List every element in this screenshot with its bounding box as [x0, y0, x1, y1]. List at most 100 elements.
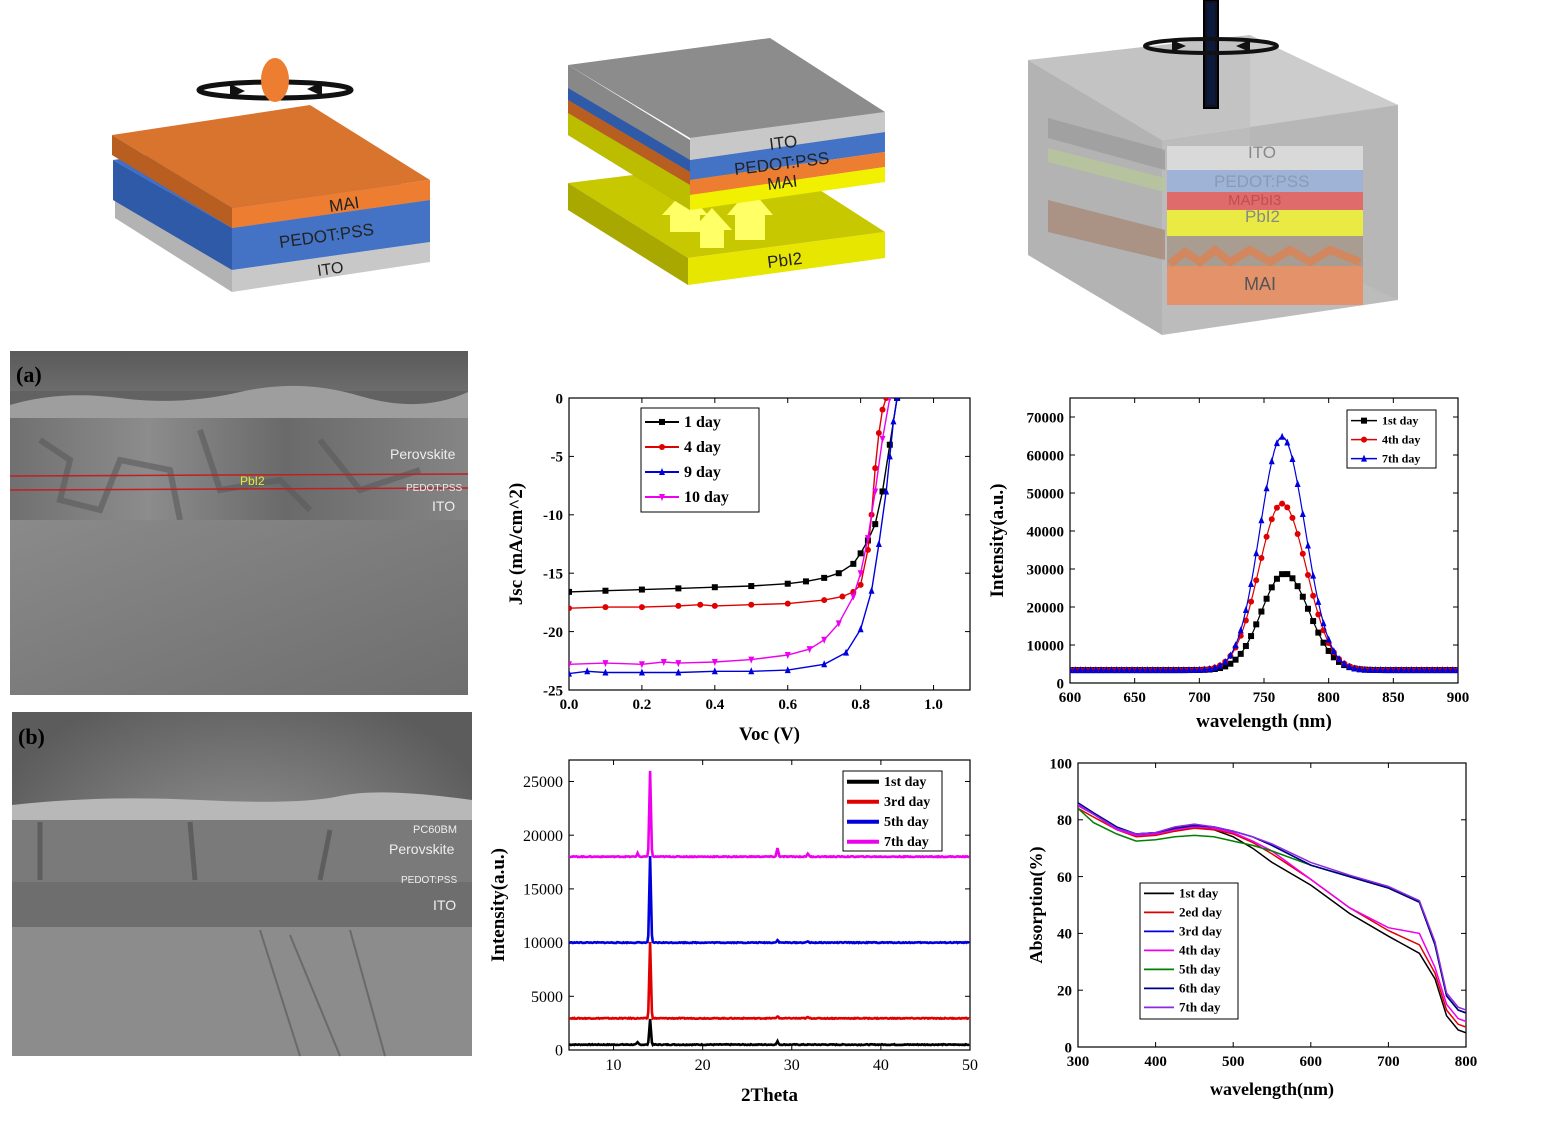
plot-frame — [568, 397, 971, 691]
schematic3-label-mapbi3: MAPbI3 — [1228, 192, 1281, 209]
data-point — [864, 535, 871, 543]
data-point — [1361, 665, 1368, 673]
legend-entry: 3rd day — [1179, 923, 1222, 938]
data-point — [602, 587, 609, 594]
y-tick-label: -10 — [543, 508, 563, 524]
data-point — [872, 521, 879, 528]
data-point — [1299, 550, 1306, 557]
legend-entry: 5th day — [884, 815, 929, 830]
data-point — [1222, 663, 1229, 670]
data-point — [1294, 479, 1301, 487]
data-point — [1439, 666, 1446, 674]
data-point — [857, 570, 864, 578]
x-tick-label: 600 — [1300, 1054, 1323, 1070]
schematic1-label-ito: ITO — [316, 259, 344, 280]
x-axis-label: wavelength(nm) — [1210, 1079, 1334, 1100]
data-point — [1294, 583, 1301, 590]
data-point — [711, 667, 718, 675]
data-point — [602, 660, 609, 668]
data-point — [821, 636, 828, 644]
data-point — [1175, 666, 1182, 674]
data-point — [1304, 605, 1311, 612]
data-point — [1248, 598, 1255, 605]
x-tick-label: 40 — [873, 1057, 889, 1074]
series-4th-day — [1078, 804, 1466, 1023]
data-point — [872, 488, 879, 496]
schematic3-label-ito: ITO — [1248, 143, 1276, 162]
y-tick-label: 20 — [1057, 983, 1072, 999]
data-point — [1289, 575, 1296, 582]
droplet-icon — [261, 58, 289, 102]
data-point — [638, 661, 645, 669]
data-point — [879, 488, 886, 495]
series-line — [569, 856, 970, 945]
data-point — [1361, 436, 1367, 443]
x-axis-label: wavelength (nm) — [1196, 711, 1332, 732]
data-point — [1253, 577, 1260, 584]
data-point — [1113, 666, 1120, 674]
data-point — [1108, 666, 1115, 674]
data-point — [850, 560, 857, 567]
sem-image-a: (a) Perovskite PbI2 PEDOT:PSS ITO — [9, 351, 469, 695]
data-point — [1310, 618, 1317, 625]
data-point — [1330, 654, 1337, 661]
y-tick-label: 20000 — [523, 828, 563, 845]
data-point — [806, 646, 813, 654]
series-line — [569, 941, 970, 1021]
x-tick-label: 300 — [1067, 1054, 1090, 1070]
y-tick-label: 30000 — [1027, 562, 1065, 578]
data-point — [1315, 597, 1322, 605]
series-line — [569, 1018, 970, 1048]
data-point — [1092, 666, 1099, 674]
data-point — [857, 625, 864, 633]
data-point — [675, 602, 682, 609]
y-tick-label: 20000 — [1027, 600, 1065, 616]
y-tick-label: 10000 — [1027, 638, 1065, 654]
data-point — [1444, 666, 1451, 674]
data-point — [886, 452, 893, 460]
data-point — [1304, 541, 1311, 549]
x-tick-label: 0.4 — [705, 697, 724, 713]
y-tick-label: 0 — [556, 391, 564, 407]
y-axis-label: Jsc (mA/cm^2) — [506, 483, 527, 605]
data-point — [1434, 666, 1441, 674]
data-point — [839, 593, 846, 600]
data-point — [1253, 549, 1260, 557]
data-point — [584, 667, 591, 675]
data-point — [1123, 666, 1130, 674]
data-point — [1361, 417, 1367, 424]
series-1st-day — [569, 1018, 970, 1048]
data-point — [821, 660, 828, 668]
y-tick-label: 60 — [1057, 870, 1072, 886]
data-point — [1294, 531, 1301, 538]
legend-entry: 6th day — [1179, 980, 1221, 995]
data-point — [1299, 509, 1306, 517]
sem-a-label-pedot: PEDOT:PSS — [406, 483, 462, 494]
y-tick-label: 0 — [1065, 1040, 1073, 1056]
series-line — [1070, 436, 1458, 671]
y-tick-label: -15 — [543, 566, 563, 582]
data-point — [1418, 666, 1425, 674]
data-point — [843, 648, 850, 656]
data-point — [1248, 579, 1255, 587]
series-5th-day — [1078, 807, 1466, 1014]
plot-frame — [1077, 762, 1467, 1048]
data-point — [1268, 516, 1275, 523]
series-line — [1070, 502, 1458, 671]
y-tick-label: 15000 — [523, 881, 563, 898]
series-line — [1078, 803, 1466, 1011]
data-point — [1403, 666, 1410, 674]
data-point — [1170, 666, 1177, 674]
data-point — [1227, 651, 1234, 659]
data-point — [1372, 666, 1379, 674]
series-line — [1078, 807, 1466, 1014]
schematic2-label-mai: MAI — [766, 171, 798, 194]
rotation-arrow-icon — [1143, 37, 1279, 55]
data-point — [1263, 484, 1270, 492]
data-point — [748, 667, 755, 675]
data-point — [1367, 665, 1374, 673]
sem-image-b: (b) PC60BM Perovskite PEDOT:PSS ITO — [12, 712, 472, 1057]
data-point — [1299, 593, 1306, 600]
